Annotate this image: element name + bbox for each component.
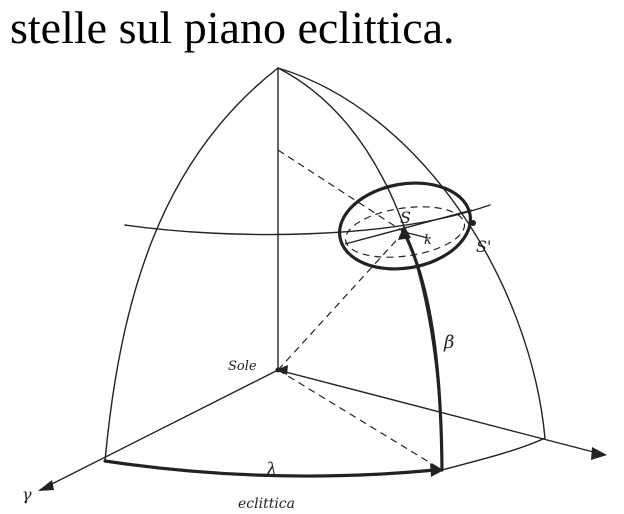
label-star: S [400, 208, 411, 227]
ellipse-diameter [344, 209, 473, 245]
label-k: k [424, 233, 432, 248]
sun-point [275, 367, 281, 373]
arrowhead-gamma [38, 480, 54, 491]
aberration-ellipse [337, 181, 473, 271]
star-point [401, 229, 407, 235]
arrowhead-sun [276, 365, 288, 375]
arrowhead-x [591, 447, 607, 460]
sphere-outline-right [277, 67, 546, 439]
dashed-sun-to-foot [277, 369, 443, 471]
label-star-prime: S' [476, 237, 491, 256]
lambda-arc [103, 459, 437, 478]
arrowhead-lambda [430, 463, 444, 477]
beta-arc [402, 230, 444, 472]
sphere-outline-left [104, 67, 279, 462]
dashed-inner-ellipse [344, 206, 466, 258]
caption-text: stelle sul piano eclittica. [10, 2, 455, 53]
dashed-sun-to-star [277, 231, 405, 371]
axis-gamma [39, 369, 279, 491]
label-sun: Sole [228, 359, 257, 374]
star-prime-point [470, 220, 476, 226]
label-beta: β [443, 332, 454, 353]
label-lambda: λ [265, 459, 277, 480]
ecliptic-right-arc [441, 437, 546, 471]
label-ecliptic: eclittica [238, 496, 295, 512]
label-gamma: γ [22, 485, 32, 504]
dashed-pole-to-star [277, 149, 405, 233]
